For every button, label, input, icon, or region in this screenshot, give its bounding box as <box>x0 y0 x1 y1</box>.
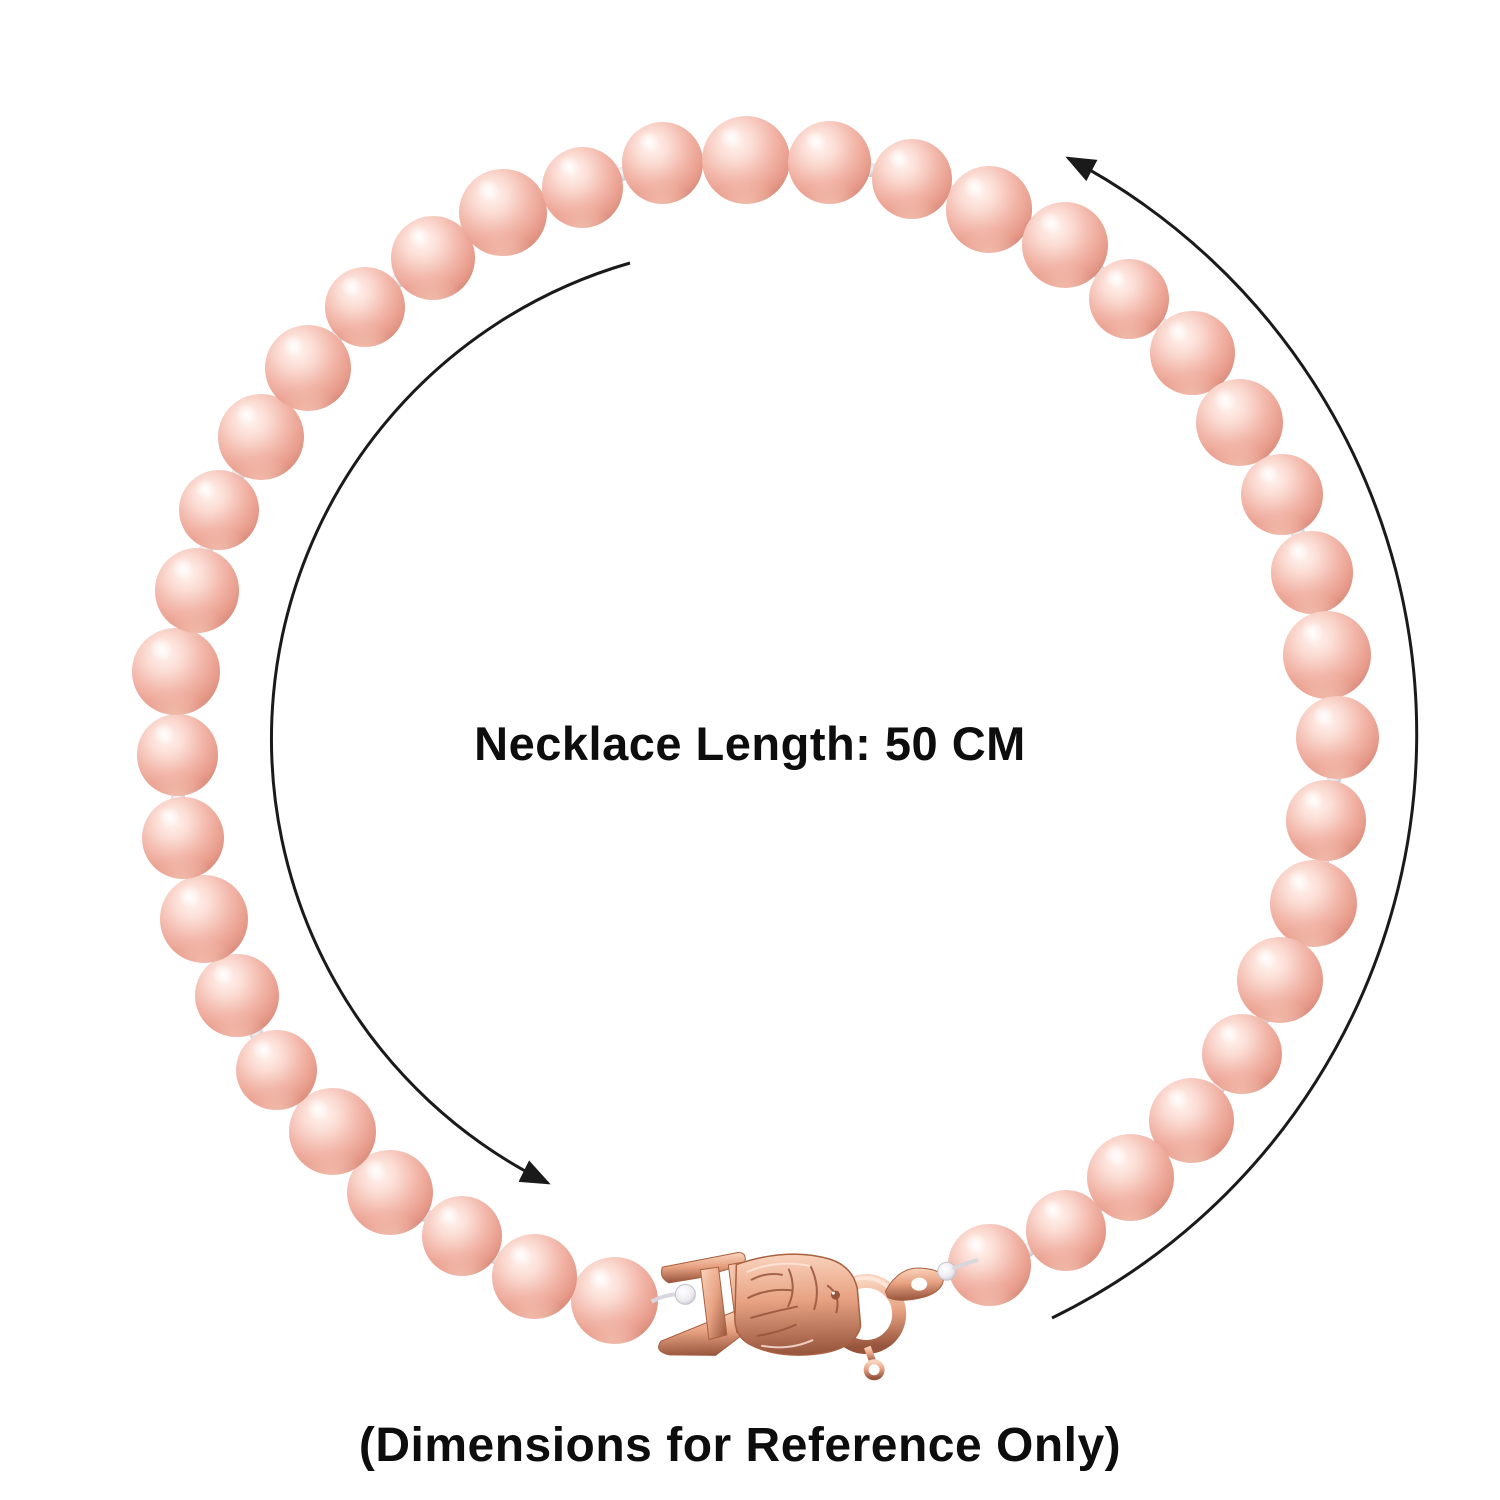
pearl <box>1283 610 1372 699</box>
pearl <box>159 875 248 964</box>
pearl <box>236 1029 317 1110</box>
pearl <box>621 121 704 204</box>
pearl <box>787 120 872 205</box>
pearl <box>541 146 624 229</box>
pearl <box>132 627 220 716</box>
ring-lever <box>863 1359 885 1381</box>
spring-ring <box>826 1274 907 1355</box>
dragon-eye <box>830 1290 840 1300</box>
pearl <box>195 954 279 1038</box>
pearl <box>1241 453 1323 535</box>
pearl <box>945 166 1033 253</box>
pearl <box>458 168 547 257</box>
pearl <box>1022 201 1109 288</box>
necklace-length-label: Necklace Length: 50 CM <box>474 717 1026 770</box>
dragon-clasp <box>650 1251 979 1381</box>
pearl <box>141 797 224 880</box>
pearl <box>1270 531 1353 614</box>
pearl <box>325 267 406 348</box>
pearl <box>155 548 240 633</box>
pearl <box>1089 258 1170 339</box>
dimensions-disclaimer-label: (Dimensions for Reference Only) <box>358 1419 1122 1472</box>
left-thread-knot <box>674 1283 696 1305</box>
pearl <box>421 1195 502 1276</box>
pearl <box>1285 780 1367 861</box>
pearl <box>1195 378 1284 467</box>
pearl <box>136 714 219 796</box>
pearl <box>1237 937 1323 1023</box>
pearl <box>702 115 791 204</box>
pearl <box>264 324 352 412</box>
pearl <box>1025 1190 1107 1272</box>
pearl <box>492 1233 578 1319</box>
pearl <box>871 138 952 219</box>
dragon-head <box>734 1253 862 1356</box>
pearl <box>1202 1014 1283 1095</box>
pearl <box>948 1223 1032 1307</box>
pearl <box>179 469 260 550</box>
pearl <box>571 1257 659 1345</box>
pearl <box>1270 859 1358 947</box>
